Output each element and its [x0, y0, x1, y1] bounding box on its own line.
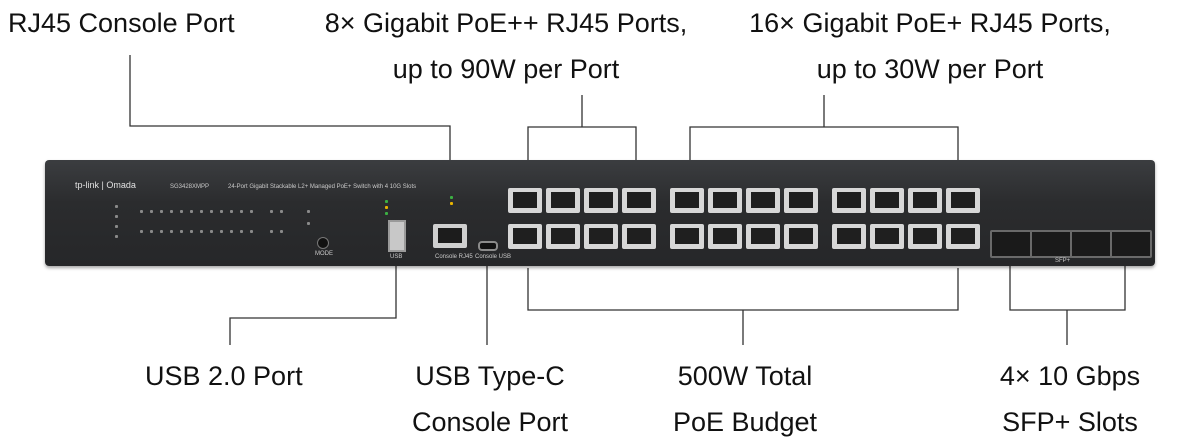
usbc-line1: USB Type-C [415, 361, 565, 391]
rj45-port[interactable] [622, 224, 656, 249]
rj45-port[interactable] [832, 224, 866, 249]
rj45-console-port[interactable] [433, 224, 467, 248]
usb2-port[interactable] [388, 220, 406, 252]
rj45-port[interactable] [622, 188, 656, 213]
rj45-port[interactable] [708, 188, 742, 213]
usb-label: USB [390, 254, 403, 260]
poe-plus-plus-line1: 8× Gigabit PoE++ RJ45 Ports, [324, 8, 688, 38]
sfp-label: 4× 10 Gbps SFP+ Slots [985, 353, 1155, 445]
poe-plus-label: 16× Gigabit PoE+ RJ45 Ports, up to 30W p… [735, 0, 1125, 92]
rj45-port[interactable] [546, 188, 580, 213]
usbc-line2: Console Port [411, 407, 569, 437]
rj45-port[interactable] [946, 224, 980, 249]
sfp-slot[interactable] [1030, 230, 1072, 258]
rj45-port[interactable] [946, 188, 980, 213]
sfp-slot[interactable] [1070, 230, 1112, 258]
rj45-port[interactable] [708, 224, 742, 249]
budget-label: 500W Total PoE Budget [640, 353, 850, 445]
budget-line2: PoE Budget [672, 407, 818, 437]
budget-line1: 500W Total [677, 361, 813, 391]
console-rj45-label: Console RJ45 [435, 254, 473, 260]
poe-plus-line1: 16× Gigabit PoE+ RJ45 Ports, [749, 8, 1111, 38]
switch-front-panel: tp-link | Omada SG3428XMPP 24-Port Gigab… [45, 160, 1155, 266]
rj45-port[interactable] [908, 224, 942, 249]
rj45-port[interactable] [870, 188, 904, 213]
sfp-line2: SFP+ Slots [1002, 407, 1138, 437]
model-description: 24-Port Gigabit Stackable L2+ Managed Po… [228, 184, 417, 190]
rj45-port[interactable] [546, 224, 580, 249]
rj45-port[interactable] [670, 188, 704, 213]
budget-bracket [527, 268, 959, 311]
usbc-label: USB Type-C Console Port [380, 353, 600, 445]
poe-plus-plus-label: 8× Gigabit PoE++ RJ45 Ports, up to 90W p… [316, 0, 696, 92]
rj45-port[interactable] [870, 224, 904, 249]
model-name: SG3428XMPP [170, 184, 210, 190]
sfp-slot[interactable] [1110, 230, 1152, 258]
sfp-bracket [1009, 262, 1126, 311]
sfp-line1: 4× 10 Gbps [999, 361, 1141, 391]
rj45-port[interactable] [784, 224, 818, 249]
poe-plus-plus-line2: up to 90W per Port [392, 54, 620, 84]
rj45-port[interactable] [508, 224, 542, 249]
usb2-label: USB 2.0 Port [145, 361, 303, 391]
rj45-console-label: RJ45 Console Port [8, 8, 235, 38]
usbc-console-port[interactable] [478, 241, 498, 251]
rj45-port[interactable] [746, 188, 780, 213]
mode-label: MODE [315, 251, 333, 257]
brand-logo: tp-link | Omada [75, 180, 136, 190]
rj45-port[interactable] [908, 188, 942, 213]
rj45-port[interactable] [832, 188, 866, 213]
sfp-slot[interactable] [990, 230, 1032, 258]
rj45-port[interactable] [584, 224, 618, 249]
rj45-port[interactable] [784, 188, 818, 213]
rj45-port[interactable] [508, 188, 542, 213]
console-usb-label: Console USB [475, 254, 512, 260]
mode-button[interactable] [317, 237, 329, 249]
poe-plus-line2: up to 30W per Port [816, 54, 1044, 84]
rj45-port[interactable] [746, 224, 780, 249]
rj45-port[interactable] [584, 188, 618, 213]
sfp-label: SFP+ [1055, 258, 1071, 264]
usb2-leader [229, 258, 397, 345]
rj45-port[interactable] [670, 224, 704, 249]
